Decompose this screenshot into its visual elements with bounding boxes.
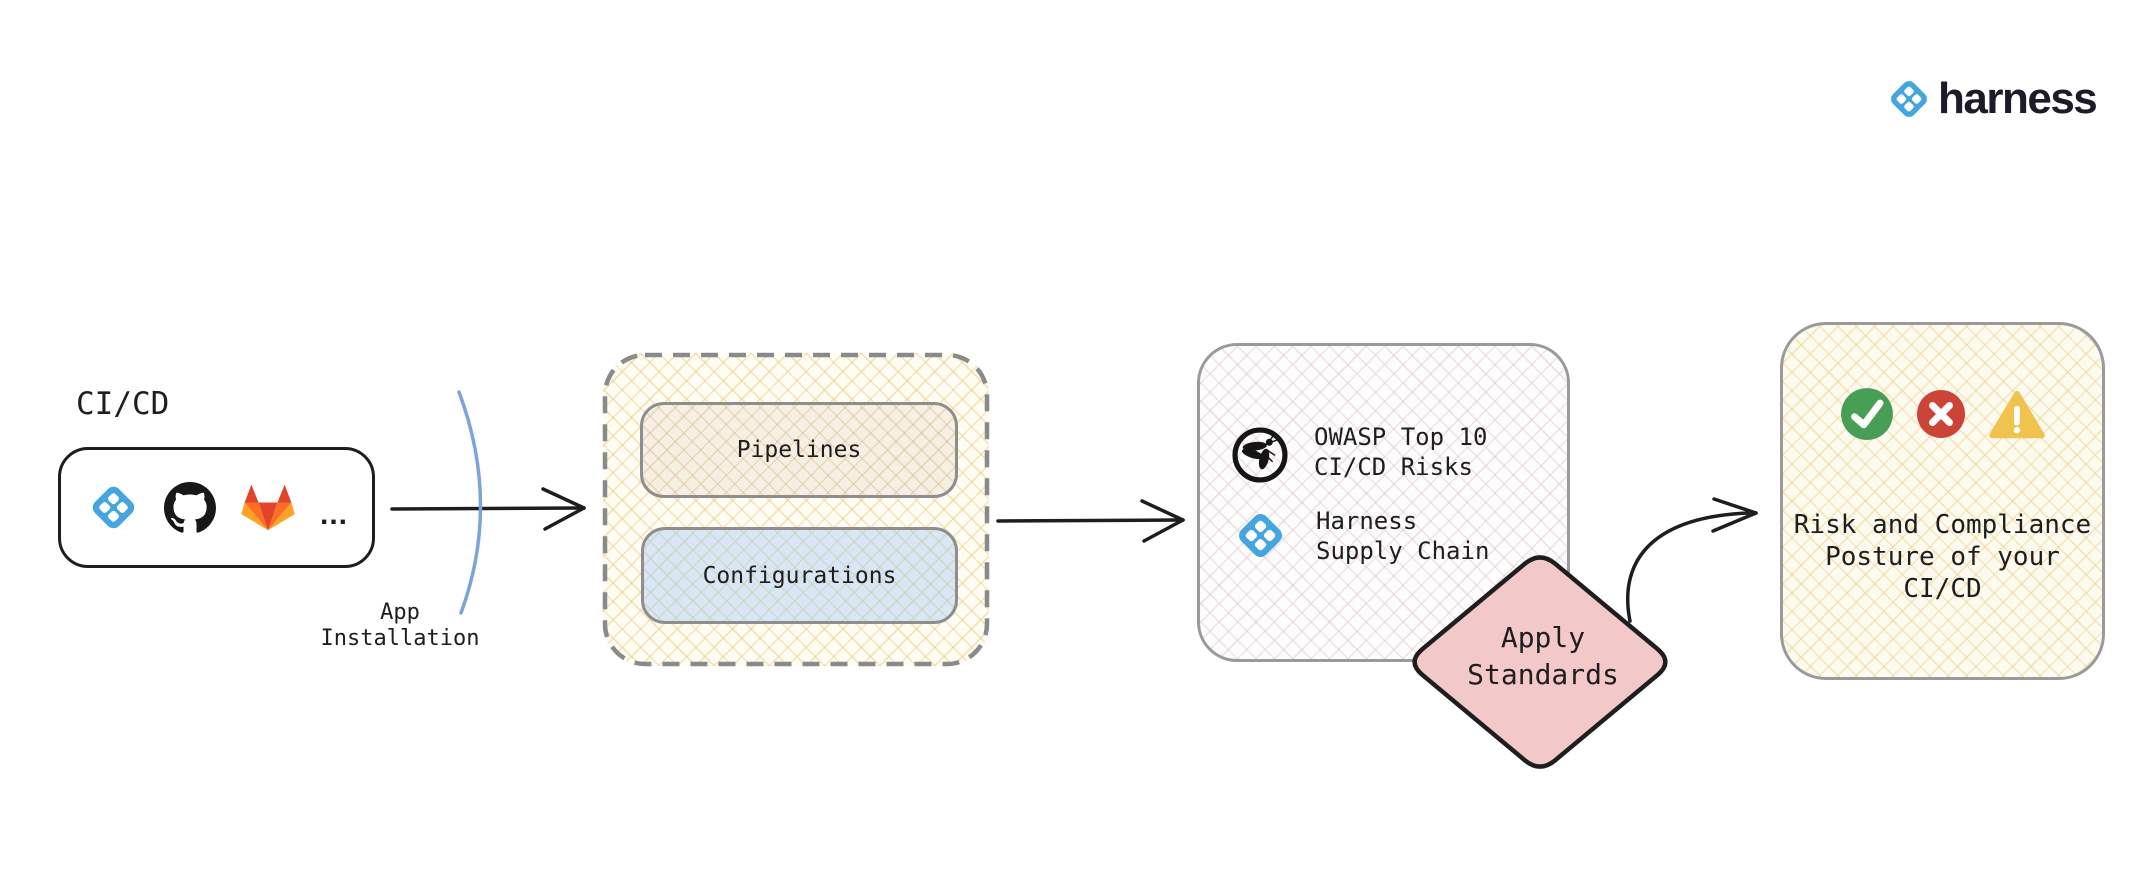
harness-icon <box>1233 508 1288 563</box>
warning-triangle-icon <box>1988 388 2046 440</box>
harness-logo: harness <box>1886 74 2098 123</box>
pipelines-box: Pipelines <box>640 402 958 498</box>
app-installation-line2: Installation <box>320 626 480 651</box>
arrow-ingest-to-standards <box>996 499 1185 543</box>
arrow-source-to-ingest <box>390 487 586 531</box>
result-line2: Posture of your <box>1825 542 2060 572</box>
result-line3: CI/CD <box>1903 574 1982 604</box>
cicd-source-box: ... <box>58 447 375 568</box>
harness-wordmark: harness <box>1938 74 2098 123</box>
cicd-source-label: CI/CD <box>76 386 170 422</box>
result-status-icons <box>1783 387 2102 441</box>
owasp-text: OWASP Top 10 CI/CD Risks <box>1314 422 1487 482</box>
apply-standards-label: Apply Standards <box>1410 619 1676 693</box>
apply-standards-line1: Apply <box>1500 621 1586 654</box>
pipelines-label: Pipelines <box>736 437 862 463</box>
owasp-wasp-icon <box>1231 426 1289 484</box>
github-icon <box>164 482 216 534</box>
owasp-line1: OWASP Top 10 <box>1314 423 1488 451</box>
configurations-label: Configurations <box>702 562 897 589</box>
apply-standards-line2: Standards <box>1467 658 1619 691</box>
owasp-line2: CI/CD Risks <box>1314 453 1473 481</box>
check-circle-icon <box>1840 387 1894 441</box>
app-installation-line1: App <box>380 600 420 625</box>
result-text: Risk and Compliance Posture of your CI/C… <box>1783 509 2102 605</box>
harness-supply-chain-text: Harness Supply Chain <box>1316 506 1489 566</box>
result-line1: Risk and Compliance <box>1793 510 2092 540</box>
gitlab-icon <box>240 483 296 533</box>
app-installation-caption: App Installation <box>300 600 500 652</box>
arrow-diamond-to-result <box>1625 497 1758 623</box>
standards-box: OWASP Top 10 CI/CD Risks Harness Supply … <box>1197 343 1570 662</box>
harness-diamond-icon <box>1886 76 1932 122</box>
configurations-box: Configurations <box>641 527 958 624</box>
result-box: Risk and Compliance Posture of your CI/C… <box>1780 322 2105 680</box>
cross-circle-icon <box>1916 389 1966 439</box>
more-tools-ellipsis: ... <box>320 497 349 531</box>
harness-icon <box>87 481 140 534</box>
harness-supply-chain-line2: Supply Chain <box>1316 537 1490 565</box>
harness-supply-chain-line1: Harness <box>1316 507 1418 535</box>
installation-arc <box>457 390 483 615</box>
